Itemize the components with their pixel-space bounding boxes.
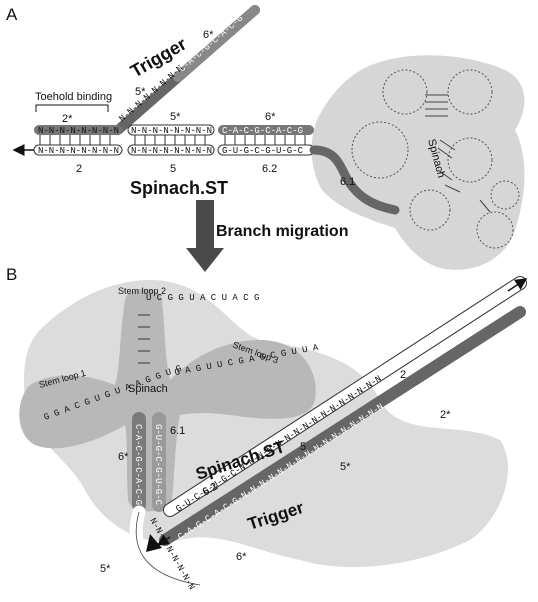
seg-6star-bottom-b: 6* (236, 551, 247, 563)
seg-62-a: 6.2 (262, 163, 277, 175)
seg-2-b: 2 (400, 369, 406, 381)
seg-6star-top: 6* (265, 111, 276, 123)
top-5star-seq: N-N-N-N-N-N-N-N (131, 126, 212, 136)
seg-5star-right-b: 5* (340, 461, 351, 473)
seg-5-b: 5 (300, 441, 306, 453)
bot-62-seq: G-U-G-C-G-U-G-C (222, 146, 304, 156)
seg-6star-left-b: 6* (118, 451, 129, 463)
stem-right-seq: G-U-G-C-G-U-G-C (153, 424, 163, 506)
spinach-blob-a (311, 55, 525, 270)
panel-b-letter: B (6, 265, 17, 284)
seg-2star-top: 2* (62, 113, 73, 125)
seg-5star-tail: 5* (100, 563, 111, 575)
tail-arrowhead (146, 534, 162, 552)
bottom-strand-a: N-N-N-N-N-N-N-N N-N-N-N-N-N-N-N G-U-G-C-… (12, 144, 400, 215)
spinach-blob-b (19, 288, 316, 512)
stem-loop-2-bases (138, 314, 150, 364)
seg-61-b: 6.1 (170, 425, 185, 437)
bot-5-seq: N-N-N-N-N-N-N-N (131, 146, 212, 156)
spinach-st-label-a: Spinach.ST (130, 178, 228, 198)
top-6star-seq: C-A-C-G-C-A-C-G (222, 126, 303, 136)
seg-5-a: 5 (170, 163, 176, 175)
rungs-a (39, 135, 306, 145)
toehold-label: Toehold binding (35, 91, 112, 103)
branch-migration-label: Branch migration (216, 223, 348, 240)
spinach-rungs-a (425, 94, 491, 213)
bot-2-seq: N-N-N-N-N-N-N-N (38, 146, 119, 156)
stem-left-seq: C-A-C-G-C-A-C-G (133, 424, 143, 505)
trigger-seq-6: C-A-C-G-C-A-C-G (177, 14, 245, 75)
seg-2-a: 2 (76, 163, 82, 175)
seg-6star-trigger-a: 6* (203, 29, 214, 41)
stem-loop-2-seq: U C G G U A C U A C G (146, 293, 259, 303)
top-2star-seq: N-N-N-N-N-N-N-N (38, 126, 119, 136)
top-strand-a: N-N-N-N-N-N-N-N N-N-N-N-N-N-N-N C-A-C-G-… (34, 124, 314, 136)
spinach-label-b: Spinach (128, 383, 168, 395)
panel-a-letter: A (6, 5, 18, 24)
seg-61-a: 6.1 (340, 176, 355, 188)
central-stem-b: C-A-C-G-C-A-C-G G-U-G-C-G-U-G-C (132, 412, 166, 512)
seg-5star-trigger-a: 5* (135, 86, 146, 98)
seg-2star-b: 2* (440, 409, 451, 421)
seg-5star-top: 5* (170, 111, 181, 123)
toehold-bracket (35, 104, 109, 112)
stem-loop-2-label: Stem loop 2 (118, 286, 166, 296)
branch-migration-arrow (186, 200, 224, 272)
spinach-structure-a (351, 69, 520, 249)
